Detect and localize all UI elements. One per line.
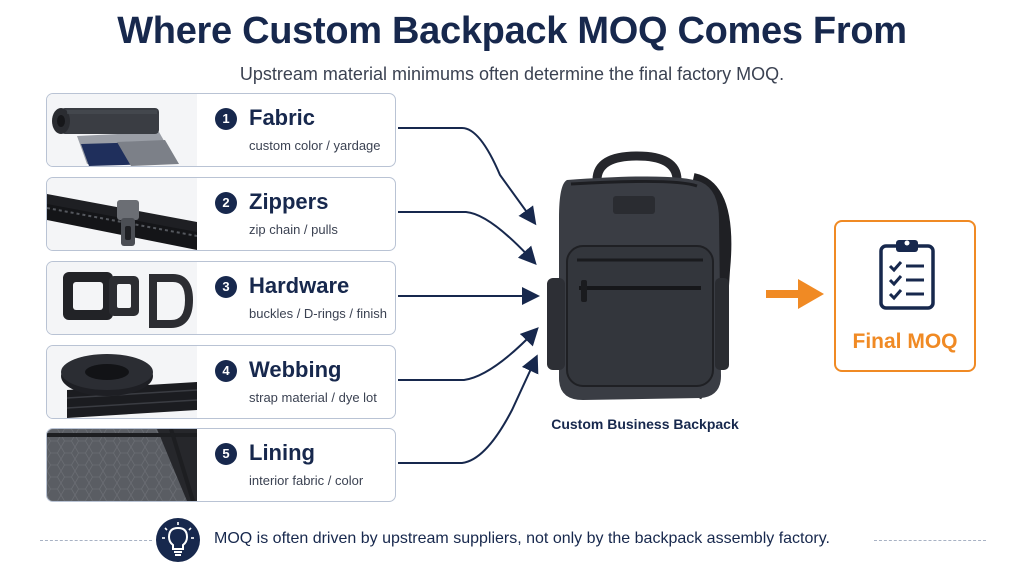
material-description: custom color / yardage	[249, 138, 381, 153]
arrow-zippers	[398, 211, 537, 265]
final-moq-label: Final MOQ	[852, 330, 958, 353]
material-card-webbing: 4 Webbing strap material / dye lot	[46, 345, 396, 419]
footer-divider-right	[874, 540, 986, 541]
page-title: Where Custom Backpack MOQ Comes From	[117, 10, 907, 52]
lightbulb-icon	[156, 518, 200, 562]
footer-note: MOQ is often driven by upstream supplier…	[214, 530, 830, 547]
backpack-label: Custom Business Backpack	[551, 416, 739, 432]
orange-arrow-icon	[766, 279, 824, 309]
backpack-image	[525, 150, 750, 410]
material-card-hardware: 3 Hardware buckles / D-rings / finish	[46, 261, 396, 335]
webbing-roll-image	[47, 346, 197, 418]
material-description: zip chain / pulls	[249, 222, 338, 237]
material-card-fabric: 1 Fabric custom color / yardage	[46, 93, 396, 167]
material-description: buckles / D-rings / finish	[249, 306, 387, 321]
material-description: strap material / dye lot	[249, 390, 377, 405]
step-number-badge: 3	[215, 276, 237, 298]
step-number-badge: 2	[215, 192, 237, 214]
material-name: Fabric	[249, 105, 316, 130]
material-name: Webbing	[249, 357, 342, 382]
material-description: interior fabric / color	[249, 473, 364, 488]
material-card-lining: 5 Lining interior fabric / color	[46, 428, 396, 502]
page-subtitle: Upstream material minimums often determi…	[239, 64, 785, 84]
buckle-image	[47, 262, 197, 334]
zipper-image	[47, 178, 197, 250]
material-name: Lining	[249, 440, 315, 465]
arrow-lining	[398, 354, 539, 464]
lining-image	[47, 429, 197, 501]
fabric-roll-image	[47, 94, 197, 166]
step-number-badge: 1	[215, 108, 237, 130]
arrow-fabric	[398, 127, 537, 226]
final-moq-box: Final MOQ	[834, 220, 976, 372]
material-card-zippers: 2 Zippers zip chain / pulls	[46, 177, 396, 251]
arrow-webbing	[398, 327, 539, 381]
material-name: Zippers	[249, 189, 329, 214]
step-number-badge: 4	[215, 360, 237, 382]
material-name: Hardware	[249, 273, 350, 298]
step-number-badge: 5	[215, 443, 237, 465]
footer-divider-left	[40, 540, 152, 541]
clipboard-checklist-icon	[879, 240, 935, 310]
